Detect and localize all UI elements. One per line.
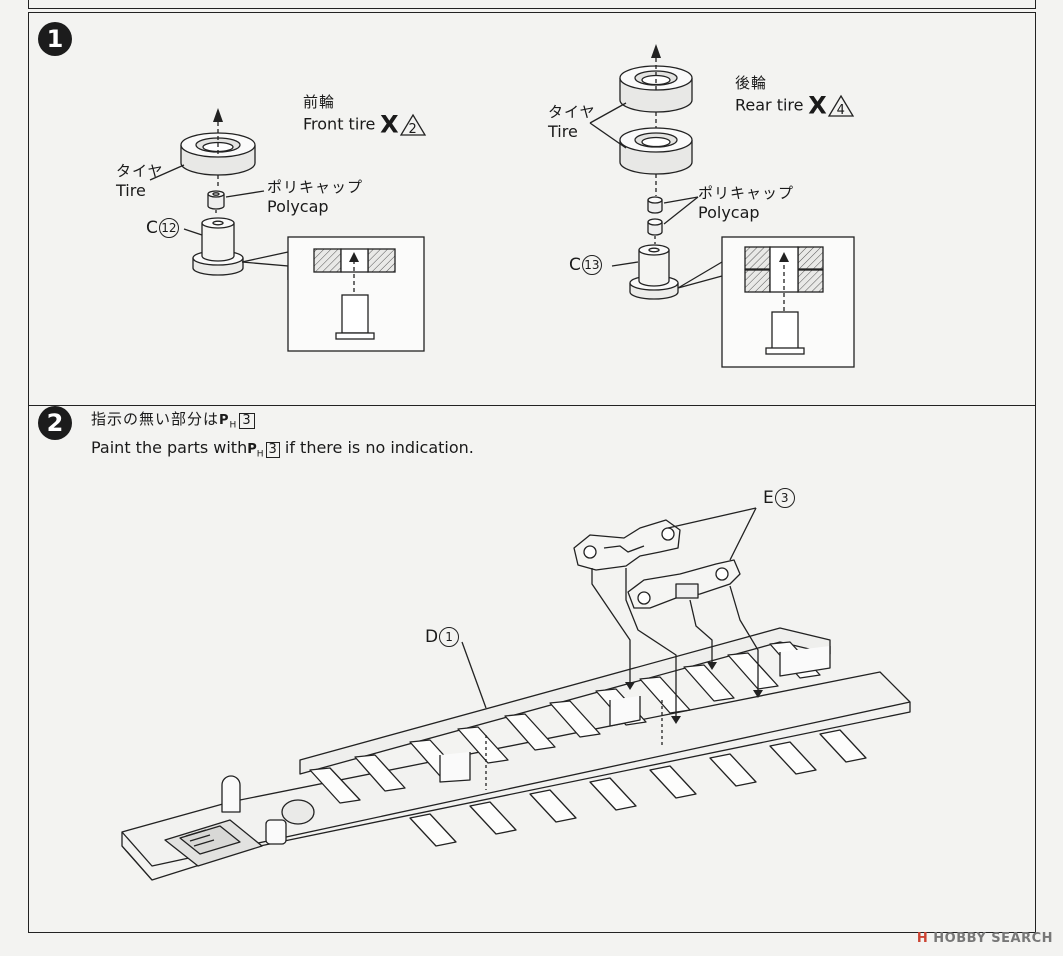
paint-note-en-after: if there is no indication.: [279, 437, 474, 457]
rear-tire-bottom-drawing: [619, 127, 693, 175]
step-2-number: 2: [38, 406, 72, 440]
bracket-e3-top-drawing: [573, 519, 681, 571]
paint-note-jp: 指示の無い部分は: [91, 410, 220, 428]
bracket-part-letter: E: [763, 488, 774, 508]
front-polycap-label-en: Polycap: [267, 197, 329, 216]
rear-tire-label: タイヤ Tire: [548, 103, 596, 141]
rear-wheel-part-letter: C: [569, 255, 581, 275]
paint-number-jp: 3: [239, 413, 255, 429]
bracket-guide-lines: [591, 568, 759, 716]
front-quantity-cross: X: [380, 110, 399, 139]
front-polycap-label-jp: ポリキャップ: [267, 178, 364, 196]
rear-quantity-triangle: 4: [827, 94, 855, 118]
paint-number-en: 3: [265, 441, 280, 458]
paint-code-jp: PH: [219, 413, 238, 431]
rear-polycap-drawing: [647, 196, 663, 236]
bracket-e3-bottom-drawing: [627, 559, 741, 609]
rear-wheel-part-number: 13: [581, 255, 602, 275]
front-wheel-part-letter: C: [146, 218, 158, 238]
rear-tire-label-en: Tire: [548, 122, 578, 141]
rear-polycap-label-jp: ポリキャップ: [698, 184, 795, 202]
front-tire-title-en: Front tire: [303, 114, 376, 134]
chassis-frame-d1-drawing: [121, 627, 911, 881]
front-tire-label-en: Tire: [116, 181, 146, 200]
rear-wheel-c13-drawing: [629, 244, 679, 300]
rear-quantity: 4: [836, 103, 845, 118]
step-1-number: 1: [38, 22, 72, 56]
rear-polycap-label: ポリキャップ Polycap: [698, 184, 794, 222]
front-wheel-part-number: 12: [158, 218, 179, 238]
rear-tire-title-en: Rear tire: [735, 95, 804, 115]
hobby-search-logo: H: [916, 931, 929, 946]
step-2-panel: [28, 405, 1036, 933]
bracket-part-number: 3: [774, 488, 795, 508]
hobby-search-text: HOBBY SEARCH: [933, 931, 1053, 946]
rear-polycap-label-en: Polycap: [698, 203, 760, 222]
rear-tire-title-jp: 後輪: [735, 74, 768, 92]
page-top-border: [28, 0, 1036, 9]
front-quantity: 2: [408, 122, 417, 137]
front-quantity-triangle: 2: [399, 113, 427, 137]
front-tire-label-jp: タイヤ: [116, 162, 164, 180]
front-polycap-drawing: [207, 190, 225, 210]
hobby-search-watermark: H HOBBY SEARCH: [917, 931, 1053, 946]
front-polycap-label: ポリキャップ Polycap: [267, 178, 363, 216]
rear-tire-label-jp: タイヤ: [548, 103, 596, 121]
step-1-panel: [28, 12, 1036, 406]
frame-part-letter: D: [425, 627, 439, 647]
front-tire-title-jp: 前輪: [303, 93, 336, 111]
paint-note-en-before: Paint the parts with: [91, 437, 248, 457]
front-cross-section: [313, 248, 396, 340]
front-wheel-c12-drawing: [192, 217, 244, 276]
paint-code-en: PH: [247, 441, 264, 460]
rear-quantity-cross: X: [808, 91, 827, 120]
rear-cross-section: [744, 246, 824, 355]
frame-part-number: 1: [439, 627, 460, 647]
front-tire-label: タイヤ Tire: [116, 162, 164, 200]
